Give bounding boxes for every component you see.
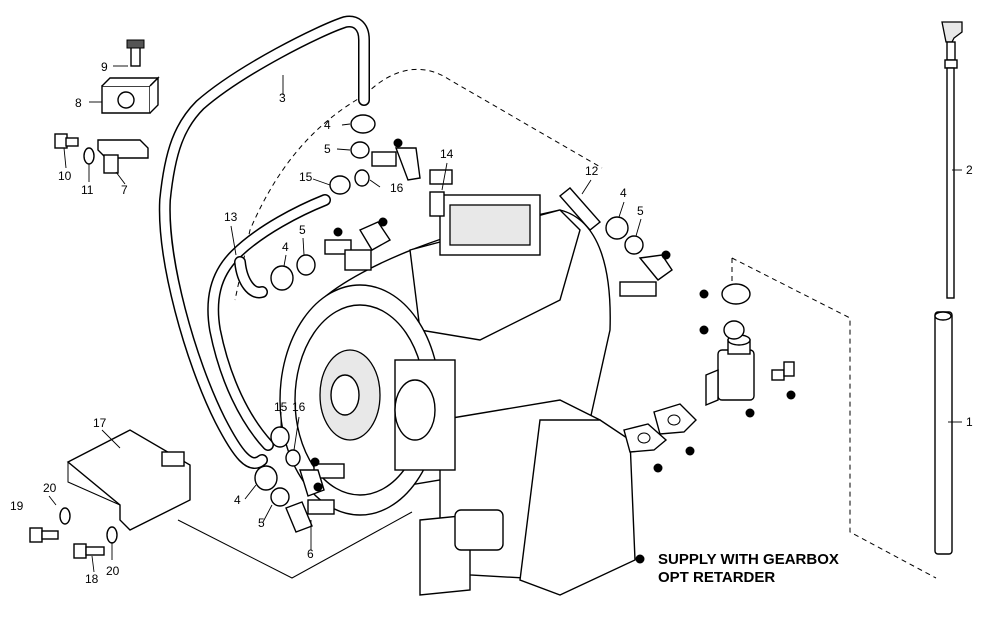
bullet <box>333 227 343 237</box>
callout-11: 11 <box>81 183 94 197</box>
callout-16b: 16 <box>292 400 306 414</box>
legend-note: SUPPLY WITH GEARBOX OPT RETARDER <box>658 551 839 586</box>
dipstick-tube <box>934 311 953 555</box>
bullet <box>786 390 796 400</box>
nut-4c <box>605 216 629 240</box>
bolt-19 <box>29 527 59 543</box>
callout-12: 12 <box>585 164 599 178</box>
callout-3: 3 <box>279 91 286 105</box>
cover-17 <box>66 429 191 531</box>
olive-5a <box>350 141 370 159</box>
callout-4a: 4 <box>324 118 331 132</box>
bullet <box>313 482 323 492</box>
ball-right <box>723 320 745 340</box>
oil-filter-adapter <box>705 334 755 407</box>
bullet <box>310 457 320 467</box>
pipe-12 <box>558 187 602 231</box>
callout-5a: 5 <box>324 142 331 156</box>
olive-5b <box>296 254 316 276</box>
group-outline-gearbox <box>234 68 937 579</box>
callout-20a: 20 <box>43 481 57 495</box>
bolt-18 <box>73 543 105 559</box>
bullet <box>699 289 709 299</box>
legend-line-2: OPT RETARDER <box>658 569 775 586</box>
elbow-fitting-right <box>619 254 673 297</box>
elbow-fitting-top <box>371 147 421 181</box>
flywheel-housing <box>279 284 456 516</box>
callout-2: 2 <box>966 163 973 177</box>
bullet <box>745 408 755 418</box>
group-outline-cover <box>177 511 413 579</box>
bullet <box>661 250 671 260</box>
callout-19: 19 <box>10 499 24 513</box>
callout-1: 1 <box>966 415 973 429</box>
callout-5b: 5 <box>299 223 306 237</box>
nut-4d <box>254 465 278 491</box>
olive-5d <box>270 487 290 507</box>
bullet <box>378 217 388 227</box>
washer-20a <box>59 507 71 525</box>
bullet <box>393 138 403 148</box>
gasket-a <box>623 423 668 453</box>
nut-right <box>721 283 751 305</box>
supply-bullets <box>310 138 796 564</box>
callout-20b: 20 <box>106 564 120 578</box>
callout-18: 18 <box>85 572 99 586</box>
bullet <box>653 463 663 473</box>
elbow-6 <box>285 499 335 533</box>
callouts: 1 2 3 4 5 9 8 10 11 7 14 15 16 12 4 5 13… <box>10 60 973 586</box>
fitting-14 <box>429 169 453 217</box>
callout-4b: 4 <box>282 240 289 254</box>
callout-13: 13 <box>224 210 238 224</box>
nut-4b <box>270 265 294 291</box>
callout-4c: 4 <box>620 186 627 200</box>
callout-16a: 16 <box>390 181 404 195</box>
callout-15b: 15 <box>274 400 288 414</box>
washer-20b <box>106 526 118 544</box>
bullet <box>699 325 709 335</box>
callout-4d: 4 <box>234 493 241 507</box>
bullet <box>685 446 695 456</box>
dipstick <box>941 21 963 299</box>
callout-15a: 15 <box>299 170 313 184</box>
olive-16a <box>354 169 370 187</box>
callout-8: 8 <box>75 96 82 110</box>
callout-9: 9 <box>101 60 108 74</box>
nut-15b <box>270 426 290 448</box>
olive-16b <box>285 449 301 467</box>
nut-15a <box>329 175 351 195</box>
olive-5c <box>624 235 644 255</box>
nut-4a <box>350 114 376 134</box>
callout-7: 7 <box>121 183 128 197</box>
callout-6: 6 <box>307 547 314 561</box>
gasket-b <box>653 403 697 435</box>
callout-5d: 5 <box>258 516 265 530</box>
bolt-right <box>771 361 795 381</box>
callout-14: 14 <box>440 147 454 161</box>
callout-5c: 5 <box>637 204 644 218</box>
fitting-left-mid <box>324 221 392 271</box>
callout-10: 10 <box>58 169 72 183</box>
legend-line-1: SUPPLY WITH GEARBOX <box>658 551 839 568</box>
callout-17: 17 <box>93 416 107 430</box>
leader-lines <box>48 65 962 573</box>
hose-3 <box>158 15 370 469</box>
hose-13 <box>207 194 331 451</box>
legend-bullet <box>635 554 645 564</box>
clamp-assembly <box>54 39 160 174</box>
